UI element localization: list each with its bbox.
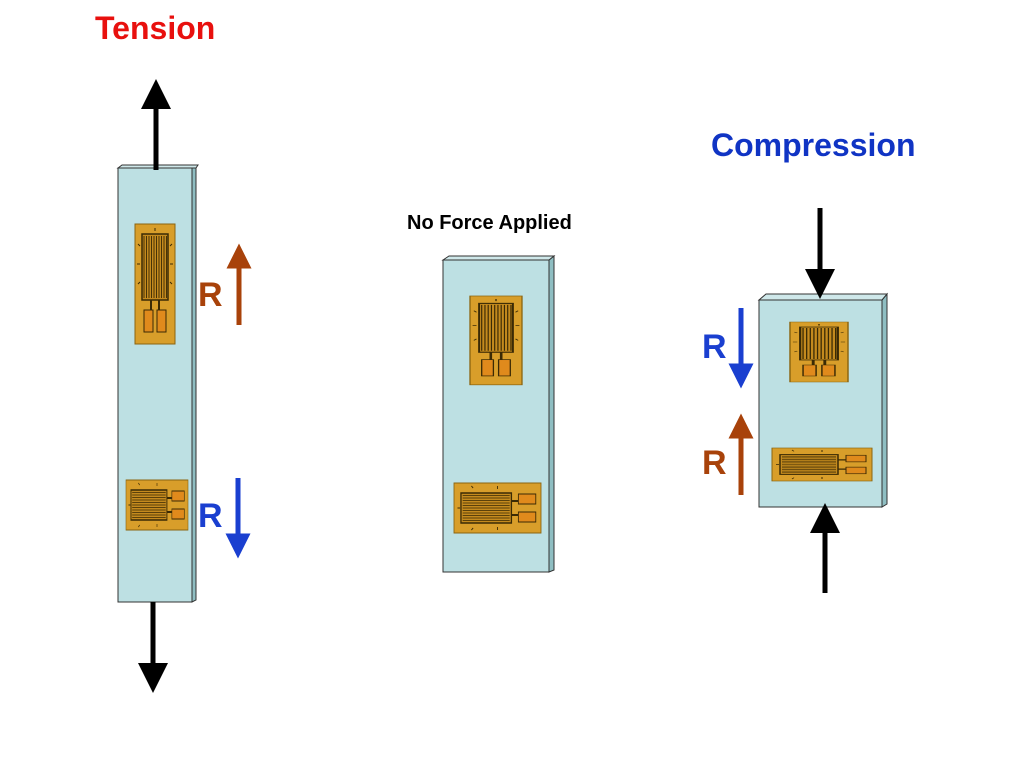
tension-vertical-strain-gauge bbox=[134, 223, 176, 345]
no-force-horizontal-strain-gauge bbox=[453, 482, 542, 534]
tension-title: Tension bbox=[95, 10, 216, 46]
compression-resistance-decrease-label: R bbox=[702, 328, 727, 366]
compression-panel bbox=[728, 208, 889, 593]
compression-title: Compression bbox=[711, 127, 916, 163]
compression-horizontal-strain-gauge bbox=[771, 447, 873, 482]
no-force-specimen-top bbox=[441, 255, 556, 261]
tension-panel bbox=[116, 79, 252, 693]
tension-horizontal-strain-gauge bbox=[125, 479, 189, 531]
tension-resistance-decrease-label: R bbox=[198, 497, 223, 535]
compression-resistance-increase-label: R bbox=[702, 444, 727, 482]
compression-specimen-top bbox=[757, 293, 889, 301]
tension-resistance-increase-label: R bbox=[198, 276, 223, 314]
no-force-specimen-side bbox=[548, 254, 555, 573]
no-force-title: No Force Applied bbox=[407, 212, 572, 234]
no-force-vertical-strain-gauge bbox=[468, 294, 524, 387]
no-force-panel bbox=[441, 254, 556, 573]
compression-specimen-side bbox=[881, 292, 888, 508]
compression-vertical-strain-gauge bbox=[788, 320, 850, 384]
